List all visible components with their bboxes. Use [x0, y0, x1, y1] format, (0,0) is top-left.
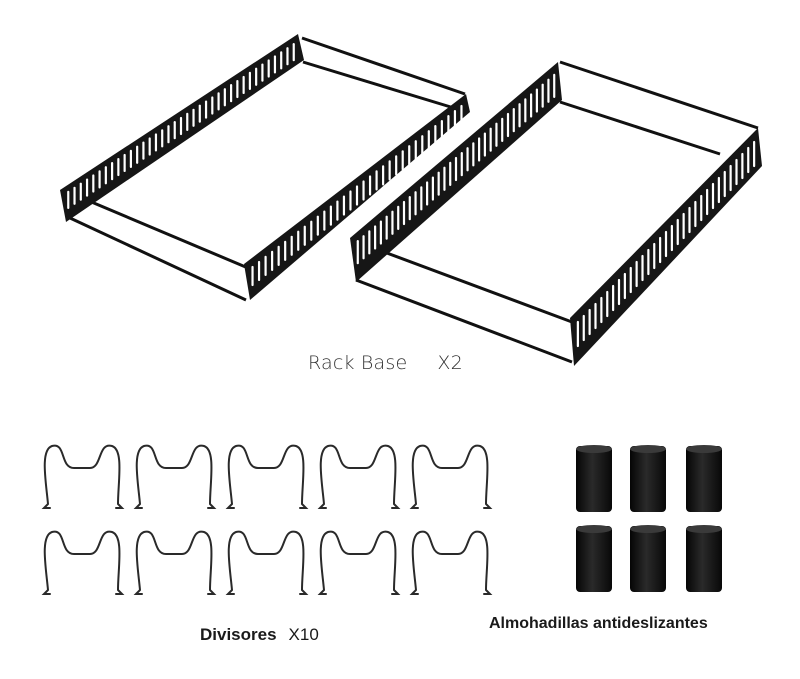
divider-wire — [225, 530, 309, 595]
divisores-wires — [41, 444, 493, 595]
divider-wire — [225, 444, 309, 509]
divisores-label: Divisores X10 — [200, 625, 319, 645]
rack-right-side-slots — [356, 73, 556, 265]
rack-left-side-slots — [67, 43, 295, 209]
divider-wire — [41, 444, 125, 509]
divisores-quantity: X10 — [288, 625, 319, 644]
pads-label: Almohadillas antideslizantes — [489, 615, 708, 632]
anti-slip-pad — [686, 526, 722, 592]
rack-left-front-slots — [251, 104, 463, 287]
rack-right-front-slots — [576, 140, 756, 348]
divider-wire — [409, 530, 493, 595]
divider-wire — [133, 530, 217, 595]
divisores-name: Divisores — [200, 625, 277, 644]
anti-slip-pad — [576, 446, 612, 512]
anti-slip-pad — [576, 526, 612, 592]
divider-wire — [409, 444, 493, 509]
anti-slip-pad — [630, 526, 666, 592]
rack-base-left — [60, 34, 470, 302]
rack-base-quantity: X2 — [437, 352, 463, 374]
anti-slip-pads — [576, 445, 722, 592]
anti-slip-pad — [630, 446, 666, 512]
anti-slip-pad — [686, 446, 722, 512]
divider-wire — [133, 444, 217, 509]
divider-wire — [317, 444, 401, 509]
rack-base-name: Rack Base — [308, 352, 408, 374]
rack-base-right — [350, 60, 762, 366]
divider-wire — [41, 530, 125, 595]
rack-base-label: Rack Base X2 — [308, 352, 463, 374]
divider-wire — [317, 530, 401, 595]
